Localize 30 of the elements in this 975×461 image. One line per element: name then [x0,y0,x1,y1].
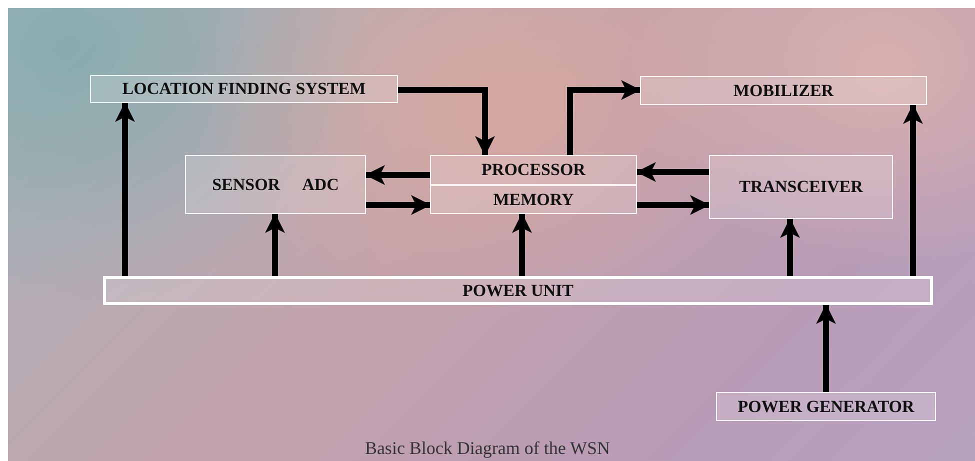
block-box [90,75,398,103]
arrow [903,104,923,276]
block-box [716,392,936,421]
arrow [265,213,285,276]
block-label: MEMORY [493,190,574,210]
arrow [567,80,641,155]
arrow [512,213,532,276]
arrow [115,102,135,276]
block-label: LOCATION FINDING SYSTEM [122,79,366,99]
arrow [398,87,495,156]
block-label: MOBILIZER [733,80,834,100]
arrow [637,195,710,215]
block-box [709,155,893,219]
arrow [780,218,800,276]
arrow [636,162,709,182]
block-box [430,155,637,185]
block-label: POWER UNIT [462,280,574,300]
arrow [366,195,431,215]
block-label: POWER GENERATOR [738,396,914,416]
caption: Basic Block Diagram of the WSN [364,438,610,459]
block-label: ADC [302,174,339,194]
block-label: SENSOR [212,174,280,194]
arrow [365,165,430,185]
block-box [430,185,637,214]
power-unit-bar [103,276,933,305]
block-box [640,76,927,105]
block-label: PROCESSOR [482,160,586,180]
block-label: TRANSCEIVER [739,177,863,197]
arrow [816,304,836,392]
block-box [185,155,366,214]
